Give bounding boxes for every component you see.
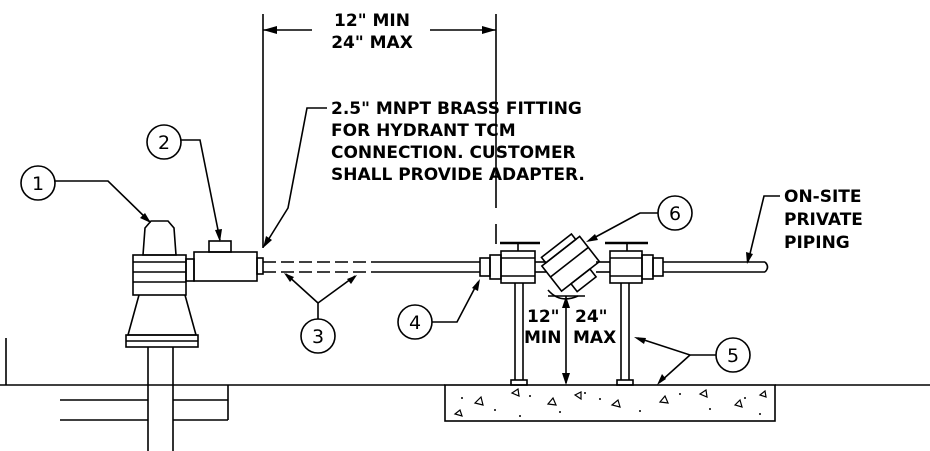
callout-2-label: 2 [158, 132, 170, 154]
dashed-connection [263, 261, 480, 273]
piping-note-line3: PIPING [784, 233, 850, 253]
callout-4-label: 4 [409, 312, 421, 334]
height-min-value: 12" [527, 307, 560, 327]
callout-3: 3 [284, 273, 357, 354]
support-stands [510, 283, 634, 386]
hydrant [60, 220, 229, 451]
piping-note-line1: ON-SITE [784, 187, 862, 207]
meter-assembly [479, 232, 769, 300]
fitting-note-line3: CONNECTION. CUSTOMER [331, 143, 576, 163]
fitting-note-line4: SHALL PROVIDE ADAPTER. [331, 165, 585, 185]
piping-note-line2: PRIVATE [784, 210, 863, 230]
callout-6: 6 [586, 195, 693, 242]
piping-note-leader [746, 195, 780, 264]
top-dimension-max: 24" MAX [331, 33, 413, 53]
callout-2: 2 [146, 124, 222, 242]
height-max-value: 24" [575, 307, 608, 327]
callout-4: 4 [397, 279, 480, 340]
fitting-note-line1: 2.5" MNPT BRASS FITTING [331, 99, 582, 119]
callout-1-label: 1 [32, 173, 44, 195]
brass-fitting [193, 240, 264, 282]
height-min-label: MIN [524, 328, 561, 348]
callout-3-label: 3 [312, 326, 324, 348]
callout-1: 1 [20, 165, 151, 223]
height-max-label: MAX [573, 328, 616, 348]
callout-5-label: 5 [727, 345, 739, 367]
fitting-note-line2: FOR HYDRANT TCM [331, 121, 516, 141]
fitting-note-leader [263, 107, 327, 248]
top-dimension [262, 14, 497, 248]
concrete-pad [444, 384, 776, 422]
callout-5: 5 [634, 337, 751, 385]
top-dimension-min: 12" MIN [334, 11, 410, 31]
height-dimension [548, 295, 585, 385]
callout-6-label: 6 [669, 203, 681, 225]
